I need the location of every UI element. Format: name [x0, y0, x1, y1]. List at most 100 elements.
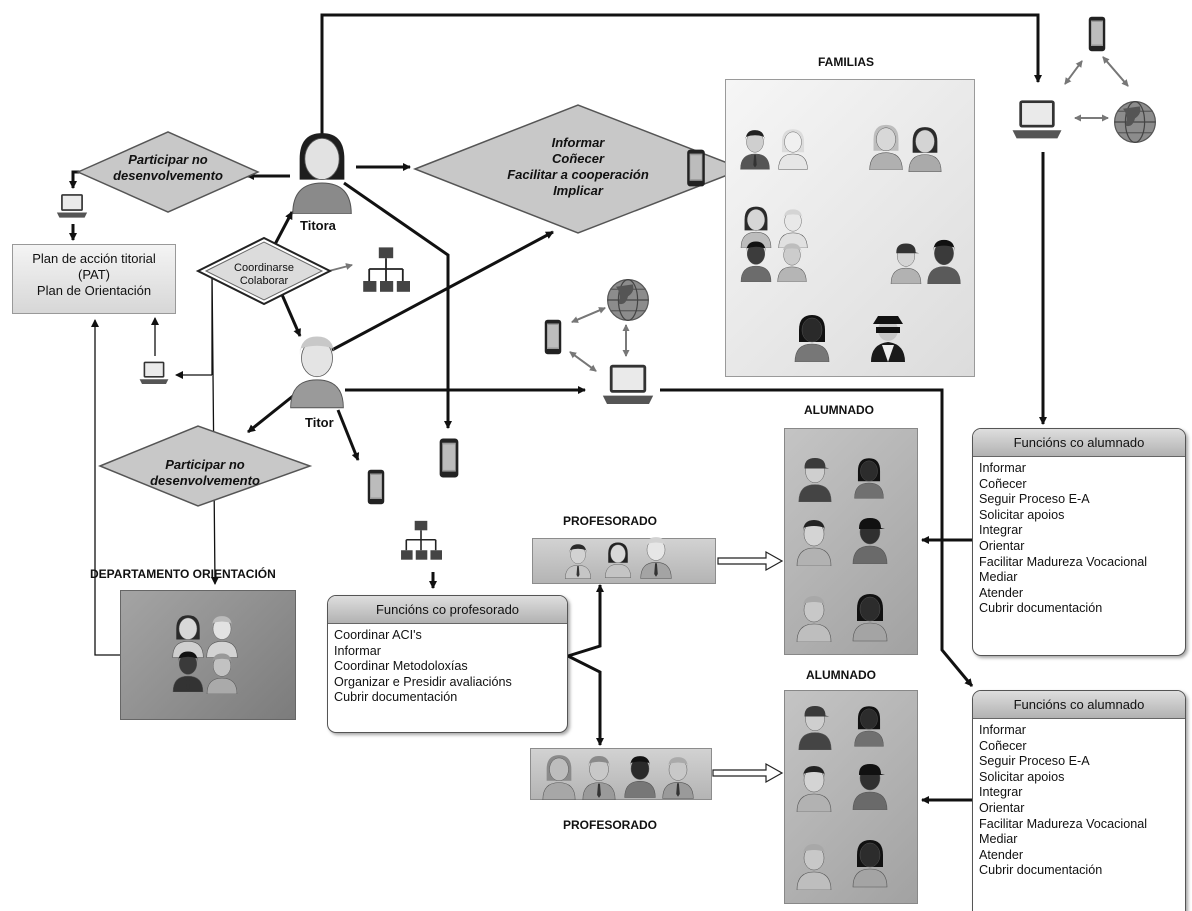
funcion-item: Coordinar ACI's	[334, 628, 422, 642]
person-icon	[852, 702, 886, 748]
spy-icon	[866, 312, 910, 362]
funcion-item: Coordinar Metodoloxías	[334, 659, 468, 674]
person-icon	[796, 454, 834, 503]
person-icon	[850, 590, 890, 642]
person-icon	[850, 836, 890, 888]
departamento-heading: DEPARTAMENTO ORIENTACIÓN	[90, 567, 276, 581]
person-icon	[540, 752, 578, 801]
person-icon	[796, 702, 834, 751]
titor-label: Titor	[305, 415, 334, 430]
person-icon	[286, 324, 348, 414]
funcion-item: Facilitar Madureza Vocacional	[979, 554, 1147, 569]
person-icon	[287, 128, 357, 215]
arrow-titora-to-profesorado	[343, 181, 452, 429]
laptop-icon	[998, 84, 1076, 152]
person-icon	[888, 240, 924, 285]
globe-icon	[1106, 92, 1164, 152]
person-icon	[204, 612, 240, 658]
alumnado-heading-bottom: ALUMNADO	[806, 668, 876, 682]
globe-icon	[600, 270, 656, 330]
person-icon	[774, 240, 810, 283]
coordinarse-label: Coordinarse Colaborar	[234, 262, 294, 287]
funcions-alumnado-box-bottom: Funcións co alumnado Informar Coñecer Se…	[972, 690, 1186, 911]
funcion-item: Mediar	[979, 832, 1018, 847]
funcion-item: Informar	[979, 723, 1026, 737]
tablet-icon	[432, 432, 466, 484]
person-icon	[776, 206, 810, 249]
tablet-icon	[1082, 10, 1112, 58]
titora-label: Titora	[300, 218, 336, 233]
arrow-coordinarse-to-titor	[278, 289, 302, 337]
person-icon	[170, 612, 206, 658]
person-icon	[563, 538, 593, 582]
tablet-icon	[538, 316, 568, 358]
arrow-titor-to-departamento	[210, 267, 219, 585]
person-icon	[738, 204, 774, 249]
funcion-item: Integrar	[979, 523, 1023, 538]
diamond-participar-top	[76, 131, 260, 213]
arrow-funcions-to-profesorado-top	[567, 584, 604, 658]
arrow-titor-to-participar-bottom	[247, 390, 299, 434]
funcion-item: Atender	[979, 847, 1024, 862]
familias-heading: FAMILIAS	[818, 55, 874, 69]
funcions-alumnado-bottom-title: Funcións co alumnado	[973, 691, 1185, 719]
funcion-item: Orientar	[979, 800, 1025, 815]
informar-label: Informar Coñecer Facilitar a cooperación…	[507, 135, 649, 198]
arrow-funcions-to-profesorado-bottom	[567, 654, 604, 746]
person-icon	[622, 750, 658, 800]
person-icon	[603, 536, 633, 582]
tablet-icon	[680, 144, 712, 192]
funcions-alumnado-top-title: Funcións co alumnado	[973, 429, 1185, 457]
funcion-item: Cubrir documentación	[334, 690, 458, 705]
person-icon	[850, 760, 890, 811]
person-icon	[738, 125, 772, 171]
funcions-profesorado-title: Funcións co profesorado	[328, 596, 567, 624]
funcion-item: Coñecer	[979, 738, 1027, 753]
laptop-icon	[588, 348, 668, 418]
funcion-item: Cubrir documentación	[979, 601, 1103, 616]
network-icon	[400, 518, 442, 572]
laptop-icon	[134, 352, 174, 392]
laptop-icon	[50, 184, 94, 226]
person-icon	[790, 312, 834, 363]
person-icon	[170, 648, 206, 693]
person-icon	[776, 125, 810, 171]
arrow-titor-to-funcions-alumnado-bottom	[660, 388, 974, 687]
funcion-item: Seguir Proceso E-A	[979, 754, 1090, 769]
person-icon	[852, 454, 886, 500]
funcion-item: Cubrir documentación	[979, 863, 1103, 878]
funcion-item: Coñecer	[979, 476, 1027, 491]
person-icon	[660, 752, 696, 800]
person-icon	[580, 752, 618, 801]
diamond-participar-bottom	[98, 425, 313, 507]
hollow-arrow-top	[717, 550, 784, 572]
person-icon	[794, 516, 834, 567]
participar-top-label: Participar no desenvolvemento	[113, 152, 223, 183]
person-icon	[638, 530, 674, 582]
funcion-item: Informar	[334, 643, 381, 658]
funcion-item: Atender	[979, 585, 1024, 600]
person-icon	[204, 650, 240, 695]
profesorado-heading-bottom: PROFESORADO	[563, 818, 658, 832]
hollow-arrow-bottom	[712, 762, 784, 784]
person-icon	[850, 514, 890, 565]
arrow-titora-to-network	[320, 13, 1042, 150]
funcion-item: Integrar	[979, 785, 1023, 800]
funcion-item: Facilitar Madureza Vocacional	[979, 816, 1147, 831]
funcions-profesorado-box: Funcións co profesorado Coordinar ACI's …	[327, 595, 568, 733]
person-icon	[794, 840, 834, 891]
person-icon	[794, 762, 834, 813]
funcion-item: Solicitar apoios	[979, 769, 1065, 784]
participar-bottom-label: Participar no desenvolvemento	[150, 457, 260, 488]
funcion-item: Organizar e Presidir avaliacións	[334, 674, 512, 689]
arrow-titor-to-tablet	[336, 409, 360, 461]
funcion-item: Orientar	[979, 538, 1025, 553]
person-icon	[794, 592, 834, 643]
person-icon	[866, 122, 906, 171]
network-icon	[358, 245, 414, 305]
arrow-departamento-to-plan	[91, 319, 120, 656]
funcion-item: Mediar	[979, 570, 1018, 585]
plan-accion-titorial-box: Plan de acción titorial (PAT) Plan de Or…	[12, 244, 176, 314]
